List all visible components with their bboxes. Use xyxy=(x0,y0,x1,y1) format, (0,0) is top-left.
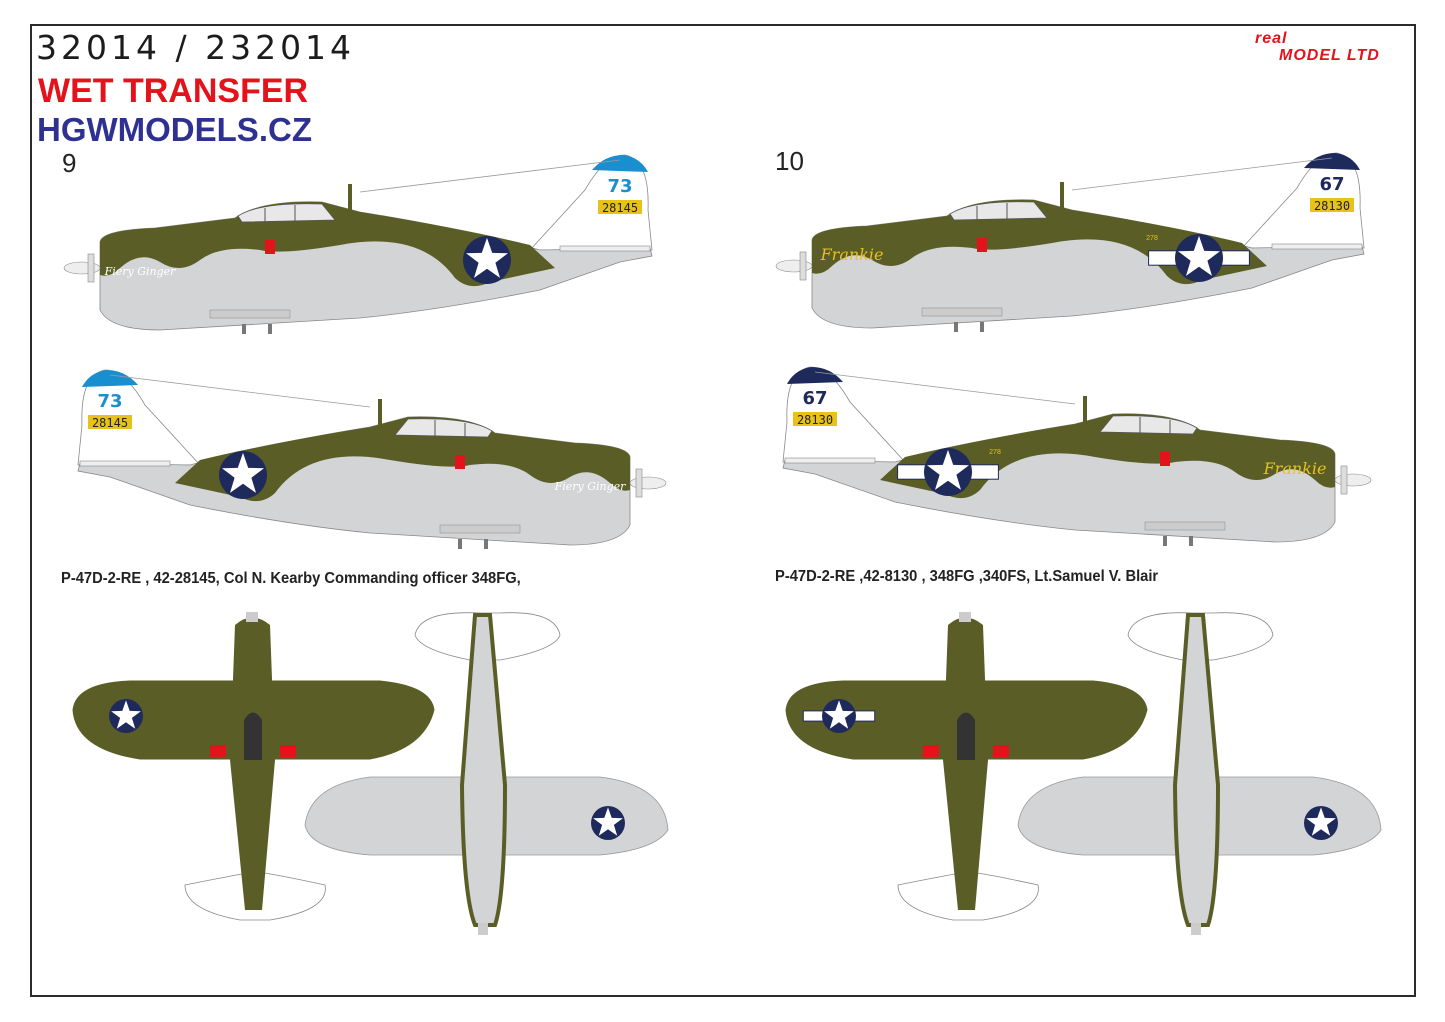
tail-code: 67 xyxy=(802,388,827,409)
website: HGWMODELS.CZ xyxy=(37,111,312,148)
nose-art: Frankie xyxy=(1263,459,1327,478)
subtitle: WET TRANSFER xyxy=(38,72,309,110)
sheet-border xyxy=(30,24,1416,997)
nose-art: Fiery Ginger xyxy=(104,265,177,278)
tail-code: 73 xyxy=(97,391,122,412)
tail-code: 67 xyxy=(1319,174,1344,195)
scheme-caption-9: P-47D-2-RE , 42-28145, Col N. Kearby Com… xyxy=(61,570,521,587)
tail-code: 73 xyxy=(607,176,632,197)
side-view: 67 28130 Frankie 278 xyxy=(775,152,1365,332)
nose-art: Fiery Ginger xyxy=(554,480,627,493)
top-view xyxy=(71,612,436,921)
tail-serial: 28145 xyxy=(92,416,128,430)
fuselage-number: 278 xyxy=(1146,235,1158,242)
underside-view xyxy=(304,612,669,935)
tail-serial: 28145 xyxy=(602,201,638,215)
side-view: 67 28130 Frankie 278 xyxy=(782,366,1372,546)
tail-serial: 28130 xyxy=(1314,199,1350,213)
fuselage-number: 278 xyxy=(989,449,1001,456)
underside-view xyxy=(1017,612,1382,935)
top-view xyxy=(784,612,1149,921)
nose-art: Frankie xyxy=(820,245,884,264)
scheme-caption-10: P-47D-2-RE ,42-8130 , 348FG ,340FS, Lt.S… xyxy=(775,568,1159,585)
scheme-number-9: 9 xyxy=(62,148,77,178)
scheme-number-10: 10 xyxy=(775,146,804,176)
side-view: 73 28145 Fiery Ginger xyxy=(63,154,653,334)
side-view: 73 28145 Fiery Ginger xyxy=(77,369,667,549)
tail-serial: 28130 xyxy=(797,413,833,427)
product-code: 32014 / 232014 xyxy=(36,28,356,67)
